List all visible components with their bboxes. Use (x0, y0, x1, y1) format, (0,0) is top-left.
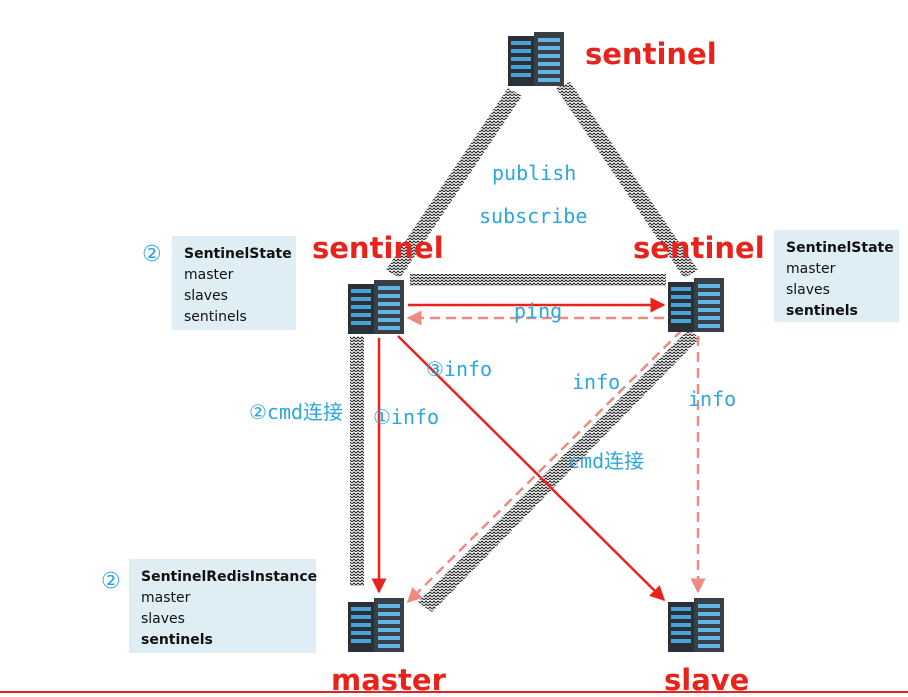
publish-subscribe-channels (350, 82, 700, 612)
box-line-sentinels: sentinels (184, 309, 247, 325)
box-line-slaves: slaves (141, 611, 185, 627)
channel-top-right (556, 82, 698, 278)
ping-label: ping (514, 299, 563, 323)
cmd-connect-label: cmd连接 (568, 449, 645, 473)
sentinel-right-label: sentinel (633, 231, 765, 265)
info-step3-label: ③info (426, 357, 493, 381)
box-title: SentinelState (786, 240, 894, 256)
box-line-sentinels: sentinels (141, 632, 213, 648)
subscribe-label: subscribe (479, 204, 588, 228)
cmd-connect-step2-label: ②cmd连接 (249, 400, 344, 424)
publish-label: publish (492, 161, 577, 185)
info-right-label: info (688, 387, 737, 411)
step-marker-left-state: ② (142, 242, 162, 267)
box-title: SentinelState (184, 246, 292, 262)
sentinel-left-label: sentinel (312, 231, 444, 265)
sentinel-state-box-right: SentinelState master slaves sentinels (774, 230, 899, 322)
dashed-arrows (406, 310, 706, 604)
info-step1-label: ①info (373, 405, 440, 429)
box-line-master: master (786, 261, 836, 277)
sentinel-top-label: sentinel (585, 37, 717, 71)
sentinel-redis-instance-box: SentinelRedisInstance master slaves sent… (129, 559, 318, 653)
server-rack-icon (668, 598, 724, 652)
box-title: SentinelRedisInstance (141, 569, 318, 585)
step-marker-redis-instance: ② (101, 569, 121, 594)
box-line-master: master (184, 267, 234, 283)
server-rack-icon (668, 278, 724, 332)
box-line-slaves: slaves (786, 282, 830, 298)
box-line-master: master (141, 590, 191, 606)
server-rack-icon (508, 32, 564, 86)
solid-arrows (371, 297, 666, 602)
channel-cross (418, 330, 700, 612)
server-rack-icon (348, 280, 404, 334)
master-label: master (331, 663, 446, 697)
channel-horizontal (410, 274, 666, 286)
bottom-border-line (0, 691, 908, 693)
box-line-sentinels: sentinels (786, 303, 858, 319)
slave-label: slave (664, 663, 750, 697)
sentinel-state-box-left: SentinelState master slaves sentinels (172, 236, 296, 330)
channel-left-vertical (350, 336, 364, 586)
arrow-info-to-slave (397, 335, 666, 602)
server-rack-icon (348, 598, 404, 652)
arrow-right-info-to-master (406, 329, 683, 604)
box-line-slaves: slaves (184, 288, 228, 304)
info-cross-label: info (572, 370, 621, 394)
channel-top-left (386, 88, 522, 278)
